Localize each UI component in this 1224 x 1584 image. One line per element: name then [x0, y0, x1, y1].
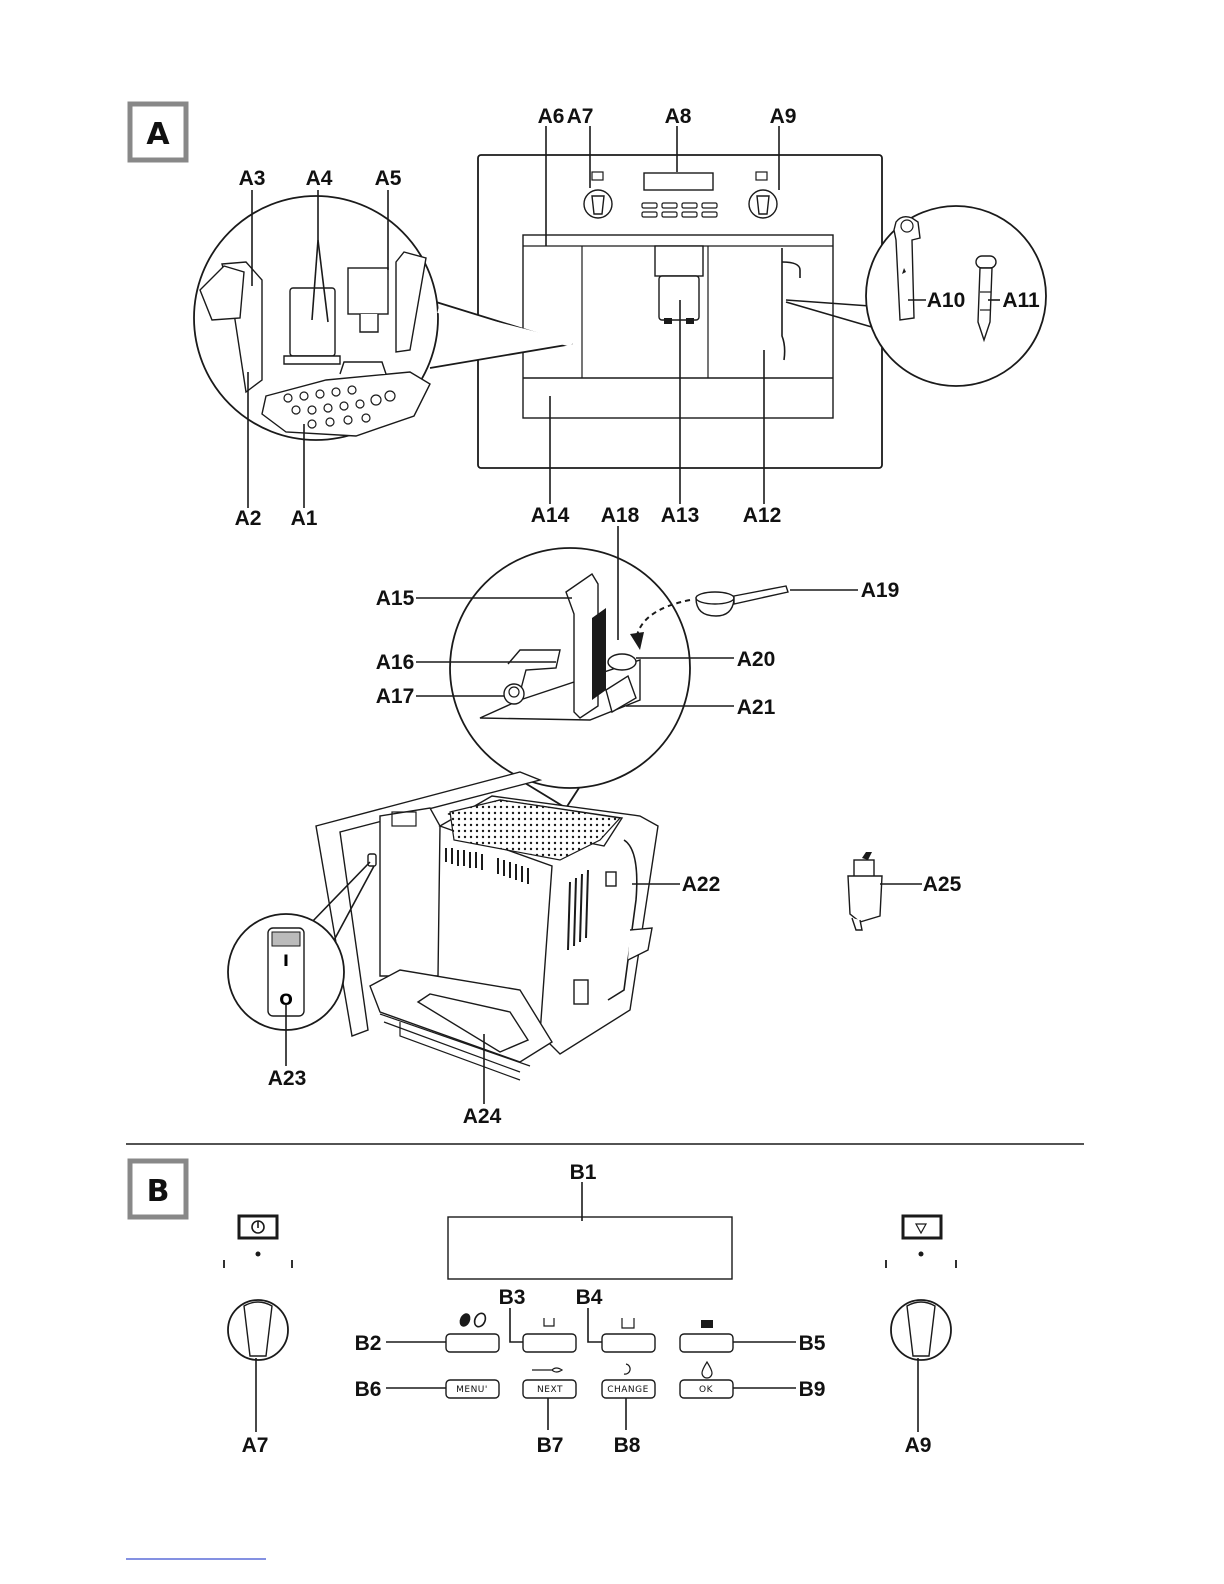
label-a4: A4	[306, 167, 333, 190]
coffee-spout	[659, 276, 699, 320]
label-a9: A9	[770, 105, 797, 128]
button-coffee-strength[interactable]	[446, 1334, 499, 1352]
small-display	[644, 173, 713, 190]
two-cups-icon	[622, 1318, 634, 1328]
button-one-cup[interactable]	[523, 1334, 576, 1352]
label-b9: B9	[799, 1378, 826, 1401]
section-b-letter: B	[147, 1174, 170, 1209]
infuser-detail-circle	[450, 548, 788, 808]
label-b3: B3	[499, 1286, 526, 1309]
label-b5: B5	[799, 1332, 826, 1355]
next-button-label: NEXT	[537, 1385, 563, 1395]
label-a15: A15	[376, 587, 415, 610]
button-next[interactable]: NEXT	[523, 1380, 576, 1398]
control-display	[448, 1217, 732, 1279]
button-change[interactable]: CHANGE	[602, 1380, 655, 1398]
button-ok[interactable]: OK	[680, 1380, 733, 1398]
mug-icon	[701, 1320, 713, 1328]
label-b7: B7	[537, 1434, 564, 1457]
label-a8: A8	[665, 105, 692, 128]
button-menu[interactable]: MENU'	[446, 1380, 499, 1398]
label-a3: A3	[239, 167, 266, 190]
button-two-cups[interactable]	[602, 1334, 655, 1352]
label-a20: A20	[737, 648, 776, 671]
label-a12: A12	[743, 504, 782, 527]
label-a6: A6	[538, 105, 565, 128]
beans-icon	[458, 1312, 488, 1329]
label-a19: A19	[861, 579, 900, 602]
machine-body-view	[316, 772, 658, 1080]
button-hot-water[interactable]	[680, 1334, 733, 1352]
label-b8: B8	[614, 1434, 641, 1457]
label-b2: B2	[355, 1332, 382, 1355]
section-b-badge: B	[130, 1161, 186, 1217]
bean-hopper	[290, 288, 335, 356]
one-cup-icon	[544, 1318, 554, 1326]
label-a23: A23	[268, 1067, 307, 1090]
water-filter-part	[848, 852, 882, 930]
label-a22: A22	[682, 873, 721, 896]
spout-top	[655, 246, 703, 276]
label-a14: A14	[531, 504, 570, 527]
label-a16: A16	[376, 651, 415, 674]
section-a-letter: A	[146, 117, 170, 152]
label-a25: A25	[923, 873, 962, 896]
label-a9-bottom: A9	[905, 1434, 932, 1457]
section-b-labels: B2 B3 B4 B5 B6 B7 B8 B9	[355, 1286, 826, 1457]
label-b4: B4	[576, 1286, 603, 1309]
label-a7: A7	[567, 105, 594, 128]
section-a-badge: A	[130, 104, 186, 160]
water-tank	[380, 808, 440, 976]
label-a1: A1	[291, 507, 318, 530]
change-button-label: CHANGE	[607, 1385, 649, 1395]
label-a18: A18	[601, 504, 640, 527]
label-a10: A10	[927, 289, 966, 312]
section-b-leaders	[386, 1308, 796, 1430]
drop-icon	[702, 1362, 712, 1378]
rotate-icon	[624, 1364, 630, 1374]
label-b6: B6	[355, 1378, 382, 1401]
right-control-knob[interactable]	[886, 1216, 956, 1432]
menu-button-label: MENU'	[456, 1385, 488, 1395]
spoon-icon	[532, 1368, 562, 1372]
ok-button-label: OK	[699, 1385, 714, 1395]
label-a5: A5	[375, 167, 402, 190]
label-a2: A2	[235, 507, 262, 530]
left-control-knob[interactable]	[224, 1216, 292, 1432]
label-a7-bottom: A7	[242, 1434, 269, 1457]
label-a17: A17	[376, 685, 415, 708]
label-a13: A13	[661, 504, 700, 527]
switch-on-mark: I	[283, 951, 289, 970]
label-b1: B1	[570, 1161, 597, 1184]
label-a24: A24	[463, 1105, 502, 1128]
label-a11: A11	[1002, 289, 1040, 312]
label-a21: A21	[737, 696, 776, 719]
